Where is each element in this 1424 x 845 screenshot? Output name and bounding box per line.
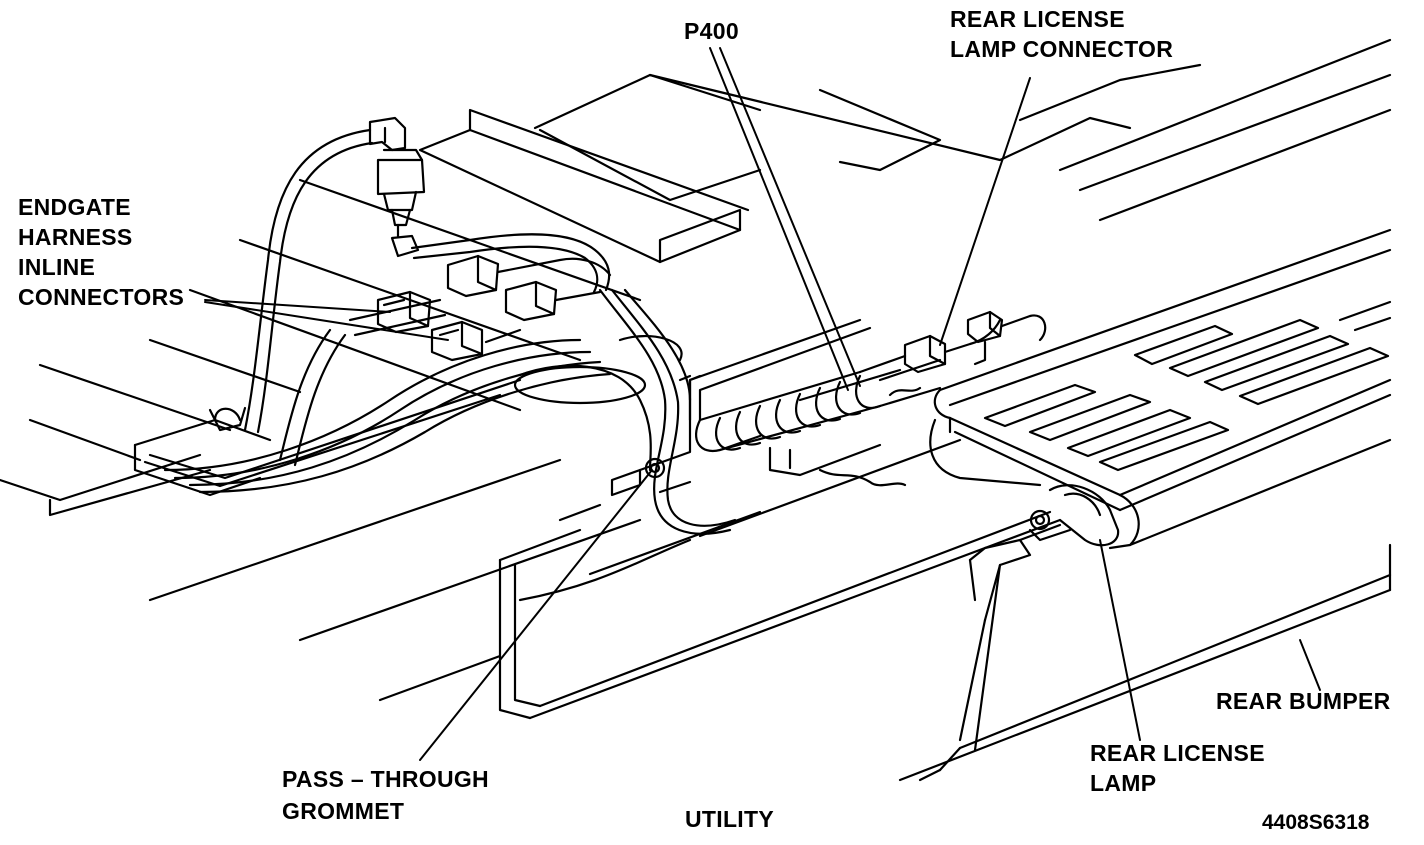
leader-lines xyxy=(204,47,1321,761)
cross-member-channel xyxy=(498,438,1062,720)
pass-through-opening xyxy=(513,288,737,535)
label-p400: P400 xyxy=(684,18,739,44)
label-utility: UTILITY xyxy=(685,806,774,832)
label-rear-license-lamp-line-1: REAR LICENSE xyxy=(1090,740,1265,766)
leader-endgate-2 xyxy=(204,301,449,341)
bumper-tube xyxy=(688,318,942,487)
rear-license-lamp xyxy=(1028,484,1120,547)
label-rear-bumper: REAR BUMPER xyxy=(1216,688,1391,714)
label-pass-through-grommet-line-1: PASS – THROUGH xyxy=(282,766,489,792)
rear-step-bumper xyxy=(929,228,1392,550)
label-endgate-line-3: INLINE xyxy=(18,254,96,280)
label-rear-license-lamp-connector-line-2: LAMP CONNECTOR xyxy=(950,36,1174,62)
rear-bumper-face xyxy=(898,523,1392,782)
leader-endgate-1 xyxy=(204,299,391,313)
washer-hose xyxy=(243,116,611,434)
leader-p400-b xyxy=(719,47,861,387)
license-lamp-connector xyxy=(858,310,1047,374)
leader-lamp xyxy=(1099,539,1141,741)
figure-code: 4408S6318 xyxy=(1262,811,1370,834)
label-rear-license-lamp-line-2: LAMP xyxy=(1090,770,1157,796)
leader-bumper xyxy=(1299,639,1321,691)
leader-connector xyxy=(939,77,1031,346)
label-pass-through-grommet-line-2: GROMMET xyxy=(282,798,405,824)
inline-connectors xyxy=(376,254,612,362)
leader-grommet xyxy=(419,469,653,761)
label-endgate-line-4: CONNECTORS xyxy=(18,284,185,310)
leader-p400 xyxy=(709,47,849,391)
label-rear-license-lamp-connector-line-1: REAR LICENSE xyxy=(950,6,1125,32)
floor-panels xyxy=(0,38,1392,702)
label-endgate-line-1: ENDGATE xyxy=(18,194,131,220)
label-endgate-line-2: HARNESS xyxy=(18,224,133,250)
